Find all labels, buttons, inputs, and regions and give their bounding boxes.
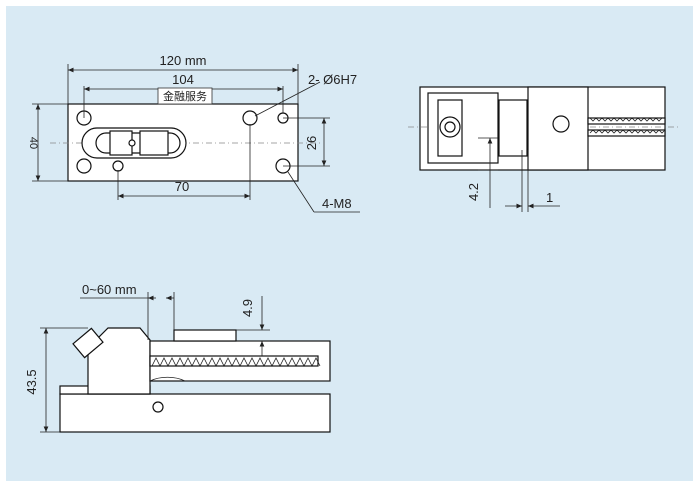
front-view-bolt (152, 401, 164, 413)
front-view-jaw-knob (72, 327, 104, 359)
dim-hole-callout: 2- Ø6H7 (308, 72, 357, 87)
dim-offset: 4.2 (466, 183, 481, 201)
dim-thread-callout: 4-M8 (322, 196, 352, 211)
front-view-step (173, 329, 237, 342)
side-view-rack (587, 117, 666, 137)
front-view: 0~60 mm 4.9 43.5 (24, 282, 331, 433)
front-view-rack (149, 355, 319, 367)
pin-hole-left (112, 160, 124, 172)
dim-height: 40 (27, 137, 39, 149)
dim-gap: 1 (546, 190, 553, 205)
top-view: 120 mm 104 金融服务 2- Ø6H7 40 26 70 4-M8 (27, 53, 360, 213)
hole-top-right (242, 110, 258, 126)
side-view-bolt (552, 115, 570, 133)
dim-overall: 120 mm (160, 53, 207, 68)
front-view-base (59, 393, 331, 433)
dim-total-height: 43.5 (24, 369, 39, 394)
hole-bottom-left (76, 158, 92, 174)
dim-step: 4.9 (240, 299, 255, 317)
dim-inner-height: 26 (304, 136, 319, 150)
top-view-jaw-2 (139, 130, 169, 156)
side-view: 4.2 1 (408, 86, 678, 212)
side-view-middle (498, 99, 528, 157)
dim-hole-spacing: 104 (172, 72, 194, 87)
dim-opening: 0~60 mm (82, 282, 137, 297)
side-view-screw-socket (444, 121, 456, 133)
top-view-screw (128, 139, 136, 147)
label-box-text: 金融服务 (163, 89, 207, 103)
dim-inner-spacing: 70 (175, 179, 189, 194)
label-box (157, 87, 213, 105)
